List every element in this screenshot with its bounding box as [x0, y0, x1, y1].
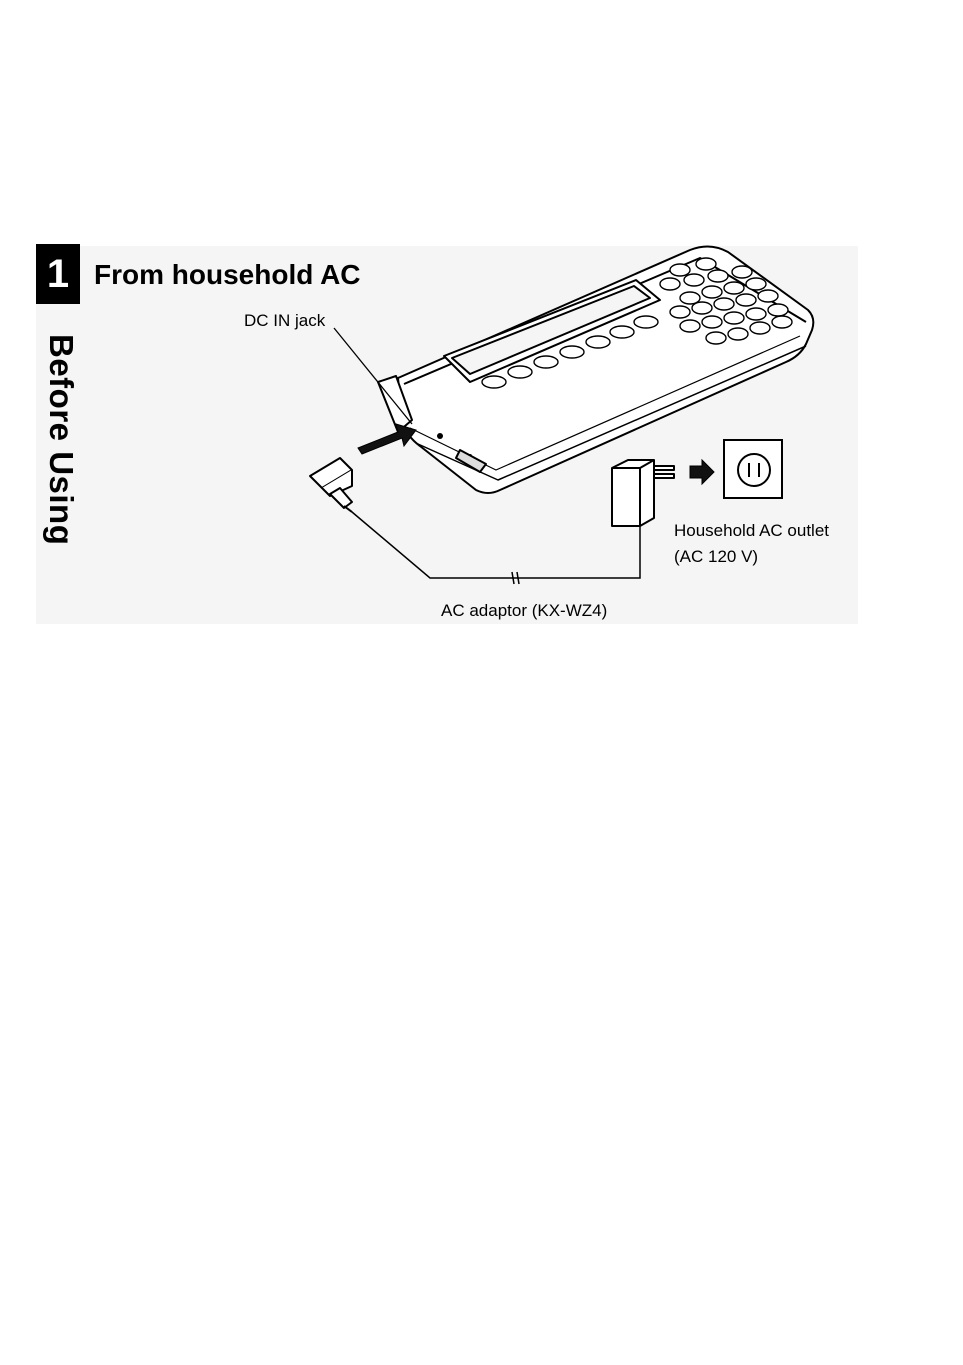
dc-in-jack-label: DC IN jack: [244, 310, 325, 332]
right-arrow-icon: [690, 460, 714, 484]
ac-adaptor-label: AC adaptor (KX-WZ4): [441, 600, 607, 622]
outlet-voltage-label: (AC 120 V): [674, 546, 758, 568]
dc-plug-icon: [310, 458, 352, 512]
ac-adaptor-icon: [612, 460, 674, 526]
household-ac-outlet-label: Household AC outlet: [674, 520, 829, 542]
insert-arrow-icon: [358, 424, 416, 454]
wall-outlet-icon: [724, 440, 782, 498]
adaptor-cable: [352, 512, 640, 578]
